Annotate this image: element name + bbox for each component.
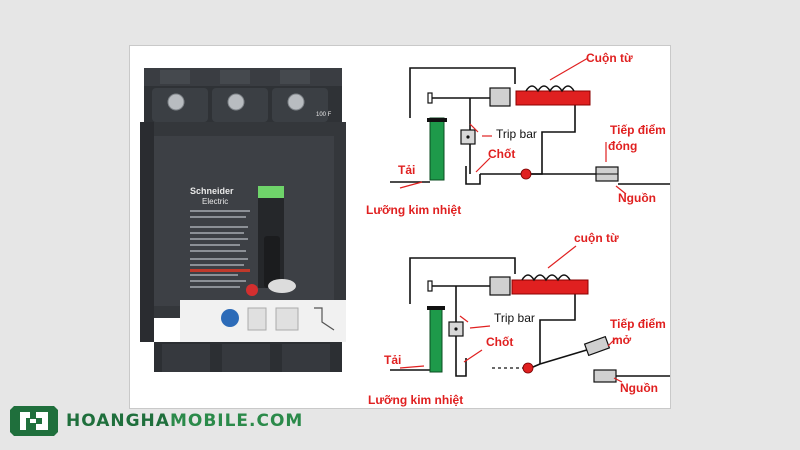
breaker-illustration: 100 F Schneider Electric	[140, 51, 670, 407]
open-contact-label-1: Tiếp điểm	[610, 317, 666, 331]
open-latch-label: Chốt	[486, 335, 513, 349]
brand-name-part2: MOBILE.COM	[169, 411, 304, 431]
brand-name-part1: HOANGHA	[66, 411, 170, 431]
open-bimetal-label: Lưỡng kim nhiệt	[368, 393, 463, 407]
diagram-open-arrows	[399, 245, 623, 383]
breaker-brand-line2: Electric	[202, 197, 228, 206]
open-load-label: Tải	[384, 353, 401, 367]
open-trip-bar-label: Trip bar	[494, 311, 535, 325]
closed-latch-label: Chốt	[488, 147, 515, 161]
closed-contact-label-1: Tiếp điểm	[610, 123, 666, 137]
open-source-label: Nguồn	[620, 381, 658, 395]
closed-trip-bar-label: Trip bar	[496, 127, 537, 141]
brand-logo: HOANGHAMOBILE.COM	[8, 402, 303, 440]
diagram-closed-arrows	[399, 57, 627, 195]
diagram-closed-parts	[427, 85, 619, 182]
brand-name: HOANGHAMOBILE.COM	[66, 411, 303, 431]
diagram-open-parts	[427, 274, 617, 383]
closed-contact-label-2: đóng	[608, 139, 637, 153]
closed-bimetal-label: Lưỡng kim nhiệt	[366, 203, 461, 217]
diagram-closed	[390, 67, 670, 185]
breaker-brand-line1: Schneider	[190, 186, 234, 196]
image-panel: 100 F Schneider Electric	[129, 45, 671, 409]
brand-logo-icon	[10, 406, 58, 436]
open-coil-label: cuộn từ	[574, 231, 619, 245]
closed-load-label: Tải	[398, 163, 415, 177]
diagram-open	[390, 257, 670, 377]
closed-coil-label: Cuộn từ	[586, 51, 633, 65]
open-contact-label-2: mở	[612, 333, 632, 347]
breaker-rating-text: 100 F	[316, 112, 332, 118]
breaker-device: 100 F Schneider Electric	[140, 68, 346, 372]
closed-source-label: Nguồn	[618, 191, 656, 205]
